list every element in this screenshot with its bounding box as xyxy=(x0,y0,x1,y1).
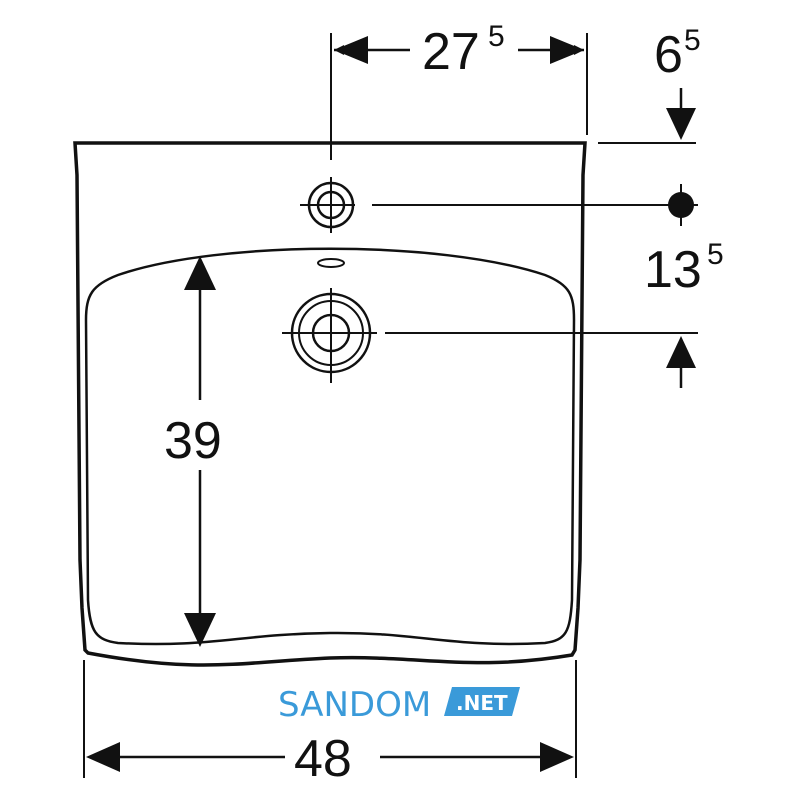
bowl-inner-outline xyxy=(84,247,576,646)
arrowhead-width-left xyxy=(86,742,120,772)
basin-outline xyxy=(73,141,587,667)
arrowhead-depth-top xyxy=(184,256,216,290)
arrowhead-right-mid xyxy=(666,336,696,368)
arrowhead-top-left xyxy=(334,36,368,64)
tap-hole xyxy=(300,177,355,233)
watermark-badge-text: .NET xyxy=(456,691,508,715)
dim-label-top-width-sup: 5 xyxy=(488,20,505,53)
dim-label-right-mid-sup: 5 xyxy=(707,238,724,271)
dim-label-right-mid: 13 xyxy=(644,241,702,299)
dim-label-bowl-depth: 39 xyxy=(164,412,222,470)
dim-label-right-top: 6 xyxy=(654,26,683,84)
overflow-slot xyxy=(317,258,345,268)
dim-label-top-width: 27 xyxy=(422,23,480,81)
dim-label-right-top-sup: 5 xyxy=(684,24,701,57)
arrowhead-depth-bottom xyxy=(184,613,216,647)
watermark-badge-shape xyxy=(444,687,520,716)
arrowhead-right-top xyxy=(666,108,696,140)
arrowhead-top-right xyxy=(550,36,584,64)
drain-hole xyxy=(282,288,377,383)
watermark-name: SANDOM xyxy=(278,685,431,725)
dim-label-overall-width: 48 xyxy=(294,730,352,788)
arrowhead-width-right xyxy=(540,742,574,772)
watermark-logo: SANDOM .NET xyxy=(278,685,520,725)
